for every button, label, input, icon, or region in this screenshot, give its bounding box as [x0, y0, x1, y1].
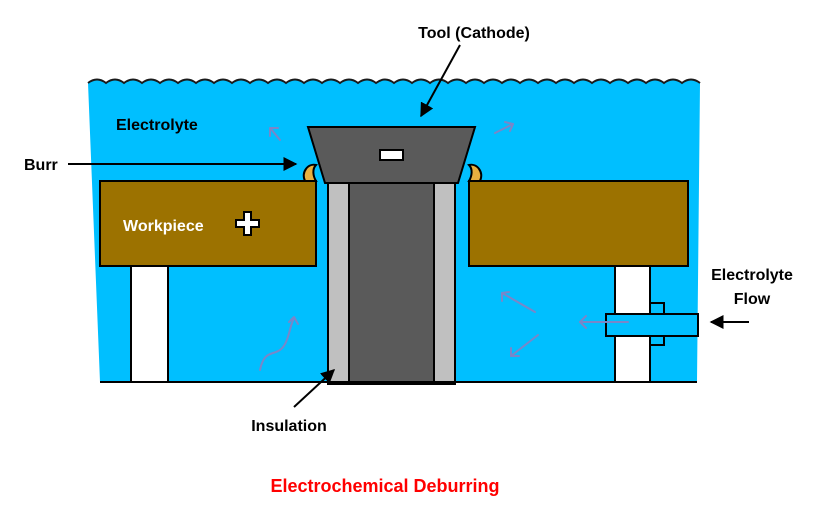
plus-symbol [235, 211, 260, 236]
flow-arrow-left-curly [259, 316, 299, 371]
flow-arrow-pipe [579, 315, 629, 329]
flow-arrow-right-down [510, 334, 539, 357]
insulation-left [327, 182, 350, 385]
workpiece-left [99, 180, 317, 267]
electrolyte-flow-label-line2: Flow [734, 291, 771, 308]
burr-right [467, 163, 483, 182]
minus-symbol [379, 149, 404, 161]
insulation-label: Insulation [251, 418, 327, 435]
caption: Electrochemical Deburring [270, 476, 499, 496]
flow-arrow-right-up [501, 291, 536, 313]
workpiece-label: Workpiece [123, 218, 204, 235]
workpiece-right [468, 180, 689, 267]
inlet-pipe [605, 313, 699, 337]
electrolyte-label: Electrolyte [116, 117, 198, 134]
burr-label: Burr [24, 157, 58, 174]
tool-shaft [348, 182, 435, 385]
tool-label: Tool (Cathode) [418, 25, 530, 42]
electrolyte-surface-wave [87, 78, 701, 85]
flow-arrows [259, 121, 629, 371]
flow-arrow-top-right [494, 121, 514, 134]
electrolyte-flow-label-line1: Electrolyte [711, 267, 793, 284]
insulation-pointer-arrow [293, 369, 336, 408]
flow-arrow-top-left [269, 127, 281, 141]
left-support [130, 265, 169, 383]
tool-pointer-arrow [420, 44, 461, 118]
burr-left [302, 163, 318, 182]
insulation-right [433, 182, 456, 385]
